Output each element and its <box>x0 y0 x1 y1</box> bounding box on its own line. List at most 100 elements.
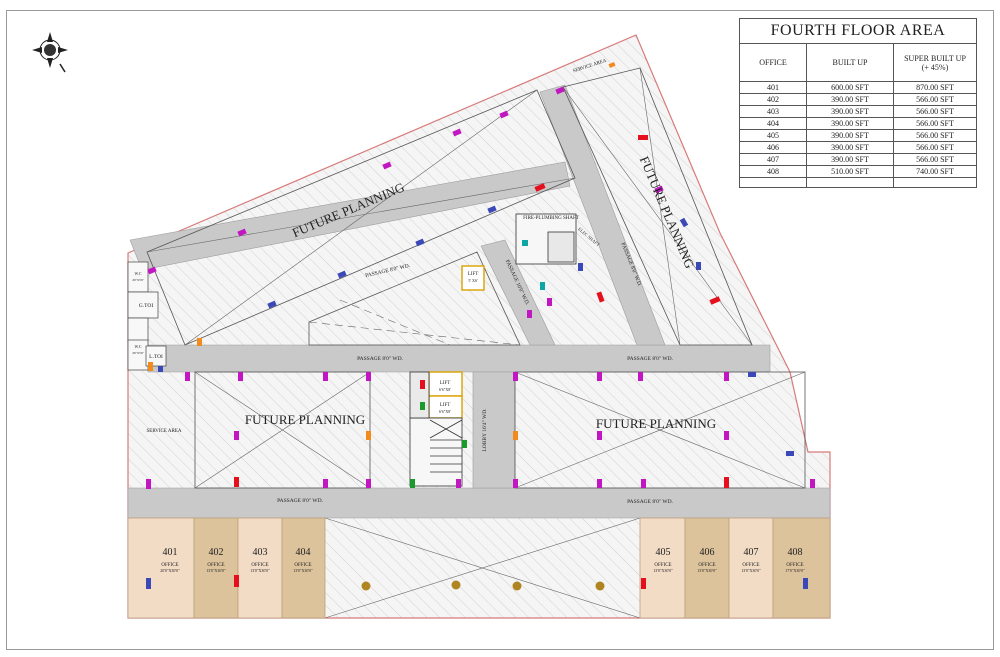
office-number-405: 405 <box>656 547 671 558</box>
column-marker <box>513 372 518 381</box>
column-marker <box>456 479 461 488</box>
cell-office: 407 <box>739 153 807 166</box>
lift-size-3: 6'6"X8' <box>439 409 451 414</box>
office-403 <box>237 517 283 619</box>
wc-size-2: 4'6"X5'6" <box>132 351 144 355</box>
cell-super-built-up: 566.00 SFT <box>893 117 977 130</box>
column-marker <box>641 578 646 589</box>
column-marker <box>146 578 151 589</box>
column-marker <box>410 479 415 488</box>
column-marker <box>234 575 239 587</box>
column-marker <box>534 183 546 192</box>
office-402 <box>193 517 239 619</box>
column-marker <box>597 479 602 488</box>
cell-built-up: 390.00 SFT <box>806 141 894 154</box>
column-marker <box>366 479 371 488</box>
column-marker <box>786 451 794 456</box>
column-marker <box>724 372 729 381</box>
cell-super-built-up: 566.00 SFT <box>893 93 977 106</box>
office-label-404: OFFICE <box>294 563 311 568</box>
column-marker <box>597 372 602 381</box>
column-marker <box>638 372 643 381</box>
column-marker <box>696 262 701 270</box>
column-marker <box>146 479 151 489</box>
lift-label-1: LIFT <box>468 272 479 277</box>
office-label-407: OFFICE <box>742 563 759 568</box>
column-marker <box>522 240 528 246</box>
passage-label-3: PASSAGE 8'0" WD. <box>277 498 323 504</box>
column-marker <box>366 372 371 381</box>
g-toi-label: G.TOI <box>139 303 154 309</box>
office-label-403: OFFICE <box>251 563 268 568</box>
lobby-label: LOBBY 16'4" WD. <box>482 408 488 452</box>
office-size-402: 13'0"X30'0" <box>206 568 226 573</box>
office-number-407: 407 <box>744 547 759 558</box>
lift-size-1: 5' X6' <box>468 278 478 283</box>
drawing-frame <box>6 10 994 650</box>
super-built-up-label: SUPER BUILT UP <box>904 53 966 63</box>
passages <box>127 84 831 519</box>
cell-super-built-up: 566.00 SFT <box>893 153 977 166</box>
cell-office: 402 <box>739 93 807 106</box>
office-size-404: 13'0"X30'0" <box>293 568 313 573</box>
column-marker <box>185 372 190 381</box>
cell-office: 401 <box>739 81 807 94</box>
office-size-403: 13'0"X30'0" <box>250 568 270 573</box>
office-405 <box>639 517 686 619</box>
column-marker <box>337 270 347 279</box>
office-number-401: 401 <box>163 547 178 558</box>
column-marker <box>382 161 392 170</box>
column-marker <box>237 228 247 237</box>
toilets <box>127 261 167 371</box>
column-marker <box>420 380 425 389</box>
cell-built-up: 390.00 SFT <box>806 93 894 106</box>
cell-office: 403 <box>739 105 807 118</box>
wc-label-2: W.C <box>134 344 141 349</box>
cell-super-built-up: 870.00 SFT <box>893 81 977 94</box>
passage-label-4: PASSAGE 8'0" WD. <box>627 499 673 505</box>
column-marker <box>147 266 157 275</box>
office-407 <box>728 517 774 619</box>
col-super-built-up: SUPER BUILT UP(+ 45%) <box>893 43 977 82</box>
l-toi-label: L.TOI <box>149 354 163 360</box>
cell-super-built-up: 566.00 SFT <box>893 141 977 154</box>
cell-office: 406 <box>739 141 807 154</box>
column-marker <box>323 372 328 381</box>
future-planning-label-3: FUTURE PLANNING <box>245 412 365 427</box>
office-404 <box>281 517 326 619</box>
office-label-402: OFFICE <box>207 563 224 568</box>
columns <box>146 61 815 589</box>
cell-office: 408 <box>739 165 807 178</box>
column-marker <box>499 110 509 119</box>
office-size-406: 13'0"X30'0" <box>697 568 717 573</box>
column-marker <box>578 263 583 271</box>
column-marker <box>679 217 689 228</box>
future-planning-label-4: FUTURE PLANNING <box>596 416 716 431</box>
column-marker <box>654 185 664 194</box>
office-number-404: 404 <box>296 547 311 558</box>
cell-built-up: 390.00 SFT <box>806 105 894 118</box>
cell-built-up: 390.00 SFT <box>806 153 894 166</box>
column-marker <box>415 238 425 247</box>
office-size-407: 13'0"X30'0" <box>741 568 761 573</box>
column-marker <box>238 372 243 381</box>
col-built-up: BUILT UP <box>806 43 894 82</box>
column-marker <box>148 362 153 371</box>
column-marker <box>234 477 239 487</box>
column-marker <box>748 372 756 377</box>
cell-built-up: 390.00 SFT <box>806 129 894 142</box>
lift-label-2: LIFT <box>440 381 451 386</box>
compass-icon <box>32 32 68 73</box>
office-number-402: 402 <box>209 547 224 558</box>
column-marker <box>596 291 605 303</box>
column-marker <box>597 431 602 440</box>
column-marker <box>323 479 328 488</box>
office-size-405: 13'0"X30'0" <box>653 568 673 573</box>
column-marker <box>527 310 532 318</box>
